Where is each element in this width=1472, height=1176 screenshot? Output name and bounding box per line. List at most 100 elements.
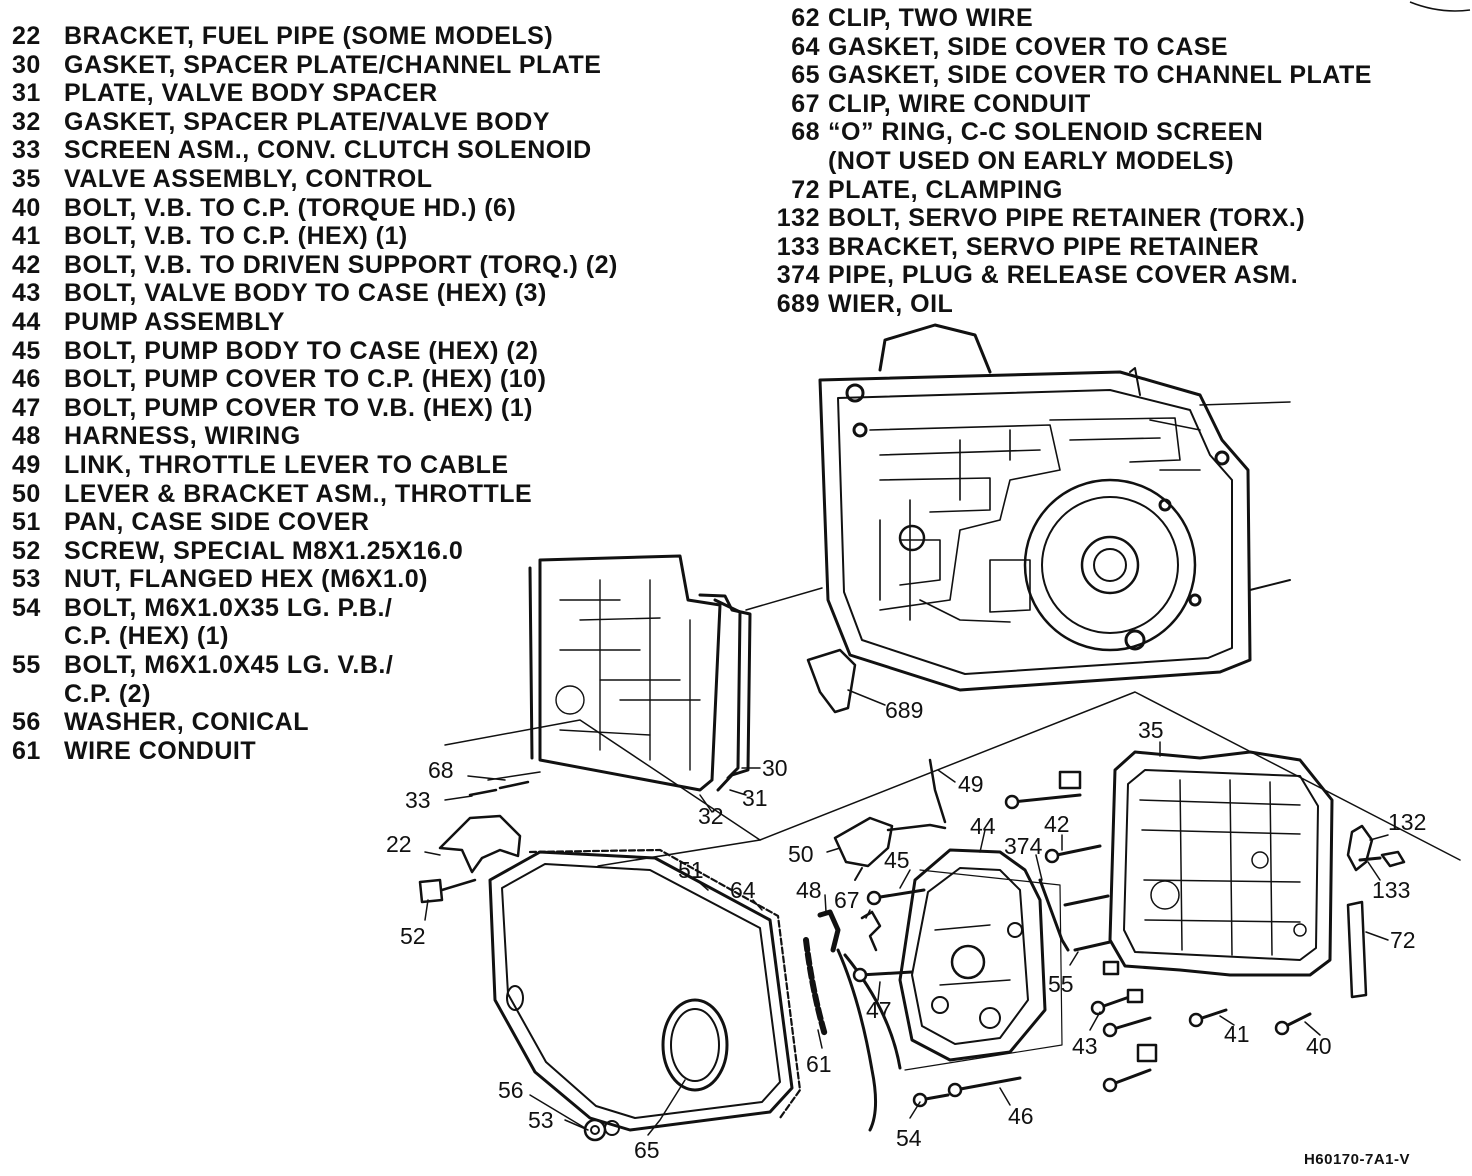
part-number: 374 xyxy=(776,261,820,290)
part-number: 56 xyxy=(12,708,41,737)
part-number: 41 xyxy=(12,222,41,251)
callout-30: 30 xyxy=(762,755,788,781)
callout-132: 132 xyxy=(1388,809,1426,835)
callout-31: 31 xyxy=(742,785,768,811)
part-description: BOLT, PUMP COVER TO V.B. (HEX) (1) xyxy=(64,393,533,422)
part-number: 40 xyxy=(12,193,41,222)
part-description: BRACKET, SERVO PIPE RETAINER xyxy=(828,232,1260,261)
left-legend-row: 45 BOLT, PUMP BODY TO CASE (HEX) (2) xyxy=(12,337,618,366)
part-number: 46 xyxy=(12,365,41,394)
part-description: WIRE CONDUIT xyxy=(64,736,257,765)
part-description: VALVE ASSEMBLY, CONTROL xyxy=(64,164,433,193)
part-description: BOLT, V.B. TO DRIVEN SUPPORT (TORQ.) (2) xyxy=(64,250,618,279)
callout-374: 374 xyxy=(1004,833,1043,859)
callout-65: 65 xyxy=(634,1137,660,1163)
left-legend-row: 61 WIRE CONDUIT xyxy=(12,737,618,766)
part-number: 72 xyxy=(791,175,820,204)
callout-35: 35 xyxy=(1138,717,1164,743)
left-legend-row: 54 BOLT, M6X1.0X35 LG. P.B./ xyxy=(12,594,618,623)
throttle-lever-bracket xyxy=(833,816,894,868)
callout-48: 48 xyxy=(796,877,822,903)
callout-32: 32 xyxy=(698,803,724,829)
part-number: 48 xyxy=(12,422,41,451)
part-description: GASKET, SPACER PLATE/CHANNEL PLATE xyxy=(64,50,602,79)
callout-49: 49 xyxy=(958,771,984,797)
part-number: 64 xyxy=(791,32,820,61)
part-number: 44 xyxy=(12,307,41,336)
part-description: PLATE, CLAMPING xyxy=(828,175,1063,204)
part-number: 61 xyxy=(12,736,41,765)
part-description: SCREW, SPECIAL M8X1.25X16.0 xyxy=(64,536,464,565)
part-description: GASKET, SIDE COVER TO CHANNEL PLATE xyxy=(828,61,1372,90)
callout-67: 67 xyxy=(834,887,860,913)
part-number: 32 xyxy=(12,107,41,136)
part-number: 54 xyxy=(12,593,41,622)
left-legend-row: 56 WASHER, CONICAL xyxy=(12,708,618,737)
part-description: LINK, THROTTLE LEVER TO CABLE xyxy=(64,450,509,479)
callout-42: 42 xyxy=(1044,811,1070,837)
right-legend-row: (NOT USED ON EARLY MODELS) xyxy=(756,147,1372,176)
part-description: HARNESS, WIRING xyxy=(64,422,301,451)
callout-22: 22 xyxy=(386,831,412,857)
part-description: BOLT, V.B. TO C.P. (TORQUE HD.) (6) xyxy=(64,193,517,222)
callout-40: 40 xyxy=(1306,1033,1332,1059)
callout-61: 61 xyxy=(806,1051,832,1077)
side-cover-pan xyxy=(488,850,794,1132)
part-number: 65 xyxy=(791,61,820,90)
callout-689: 689 xyxy=(885,697,923,723)
part-number: 689 xyxy=(776,289,820,318)
part-description: BOLT, M6X1.0X35 LG. P.B./ xyxy=(64,593,393,622)
part-description: SCREEN ASM., CONV. CLUTCH SOLENOID xyxy=(64,136,592,165)
part-description: GASKET, SIDE COVER TO CASE xyxy=(828,32,1229,61)
part-description: WASHER, CONICAL xyxy=(64,708,309,737)
part-description: BRACKET, FUEL PIPE (SOME MODELS) xyxy=(64,22,554,50)
callout-55: 55 xyxy=(1048,971,1074,997)
part-number: 68 xyxy=(791,118,820,147)
spacer-plate-stack xyxy=(528,554,752,792)
part-description: BOLT, VALVE BODY TO CASE (HEX) (3) xyxy=(64,279,547,308)
part-description: BOLT, SERVO PIPE RETAINER (TORX.) xyxy=(828,204,1306,233)
left-legend-row: C.P. (HEX) (1) xyxy=(12,622,618,651)
callout-68: 68 xyxy=(428,757,454,783)
callout-50: 50 xyxy=(788,841,814,867)
part-number: 53 xyxy=(12,565,41,594)
part-number: 50 xyxy=(12,479,41,508)
left-legend-row: 48 HARNESS, WIRING xyxy=(12,422,618,451)
part-description: (NOT USED ON EARLY MODELS) xyxy=(828,146,1235,175)
right-legend-row: 65 GASKET, SIDE COVER TO CHANNEL PLATE xyxy=(756,61,1372,90)
right-legend-row: 133 BRACKET, SERVO PIPE RETAINER xyxy=(756,233,1372,262)
callout-45: 45 xyxy=(884,847,910,873)
leader-lines xyxy=(424,741,1389,1136)
callout-46: 46 xyxy=(1008,1103,1034,1129)
callout-44: 44 xyxy=(970,813,996,839)
callout-43: 43 xyxy=(1072,1033,1098,1059)
part-number: 22 xyxy=(12,22,41,50)
callout-56: 56 xyxy=(498,1077,524,1103)
part-number: 133 xyxy=(776,232,820,261)
part-number: 45 xyxy=(12,336,41,365)
part-description: PLATE, VALVE BODY SPACER xyxy=(64,79,438,108)
part-description: BOLT, PUMP BODY TO CASE (HEX) (2) xyxy=(64,336,539,365)
part-description: LEVER & BRACKET ASM., THROTTLE xyxy=(64,479,533,508)
callout-53: 53 xyxy=(528,1107,554,1133)
callout-133: 133 xyxy=(1372,877,1410,903)
callout-47: 47 xyxy=(866,997,892,1023)
part-number: 33 xyxy=(12,136,41,165)
left-legend-row: 50 LEVER & BRACKET ASM., THROTTLE xyxy=(12,480,618,509)
pump-assembly xyxy=(898,848,1047,1062)
